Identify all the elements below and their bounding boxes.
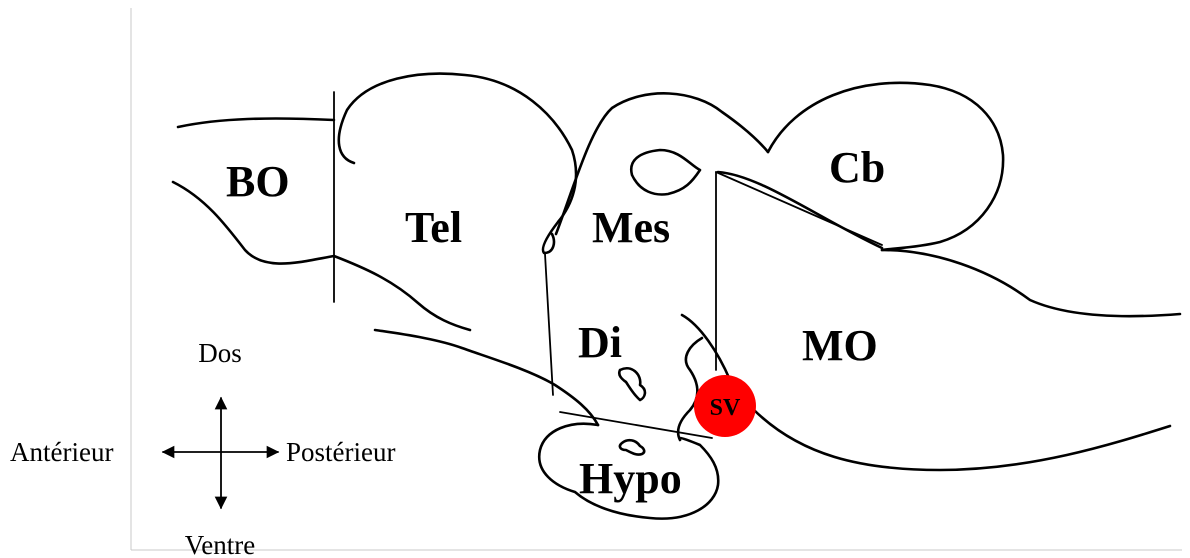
mo-label: MO: [802, 321, 878, 370]
olfactory-bulb-outline: [171, 117, 336, 265]
hypothalamus-outline: [537, 422, 720, 520]
tel-label: Tel: [405, 203, 462, 252]
dorsal-label: Dos: [198, 338, 242, 368]
telencephalon-outline: [332, 72, 578, 332]
tel-di-boundary: [544, 253, 554, 396]
diencephalon-posterior-outline: [676, 336, 704, 442]
sv-label: SV: [710, 395, 741, 421]
mes-label: Mes: [592, 203, 670, 252]
medulla-outline: [716, 170, 884, 250]
bo-label: BO: [226, 157, 290, 206]
cb-mo-boundary: [715, 171, 883, 246]
cb-label: Cb: [829, 143, 885, 192]
saccus-vasculosus-marker: [694, 375, 756, 437]
diencephalon-outline: [373, 328, 600, 427]
cerebellum-outline: [766, 81, 1005, 252]
medulla-ventral-outline: [752, 408, 1172, 472]
posterior-label: Postérieur: [286, 437, 395, 467]
anterior-label: Antérieur: [10, 437, 113, 467]
hypothalamus-ventricle: [618, 438, 646, 456]
mesencephalon-outline: [554, 92, 770, 236]
ventral-label: Ventre: [185, 530, 255, 558]
diencephalon-ventricle: [617, 367, 647, 402]
medulla-dorsal-outline: [880, 248, 1182, 318]
di-label: Di: [578, 318, 622, 367]
di-hypo-boundary: [559, 411, 713, 439]
hypo-label: Hypo: [579, 454, 682, 503]
